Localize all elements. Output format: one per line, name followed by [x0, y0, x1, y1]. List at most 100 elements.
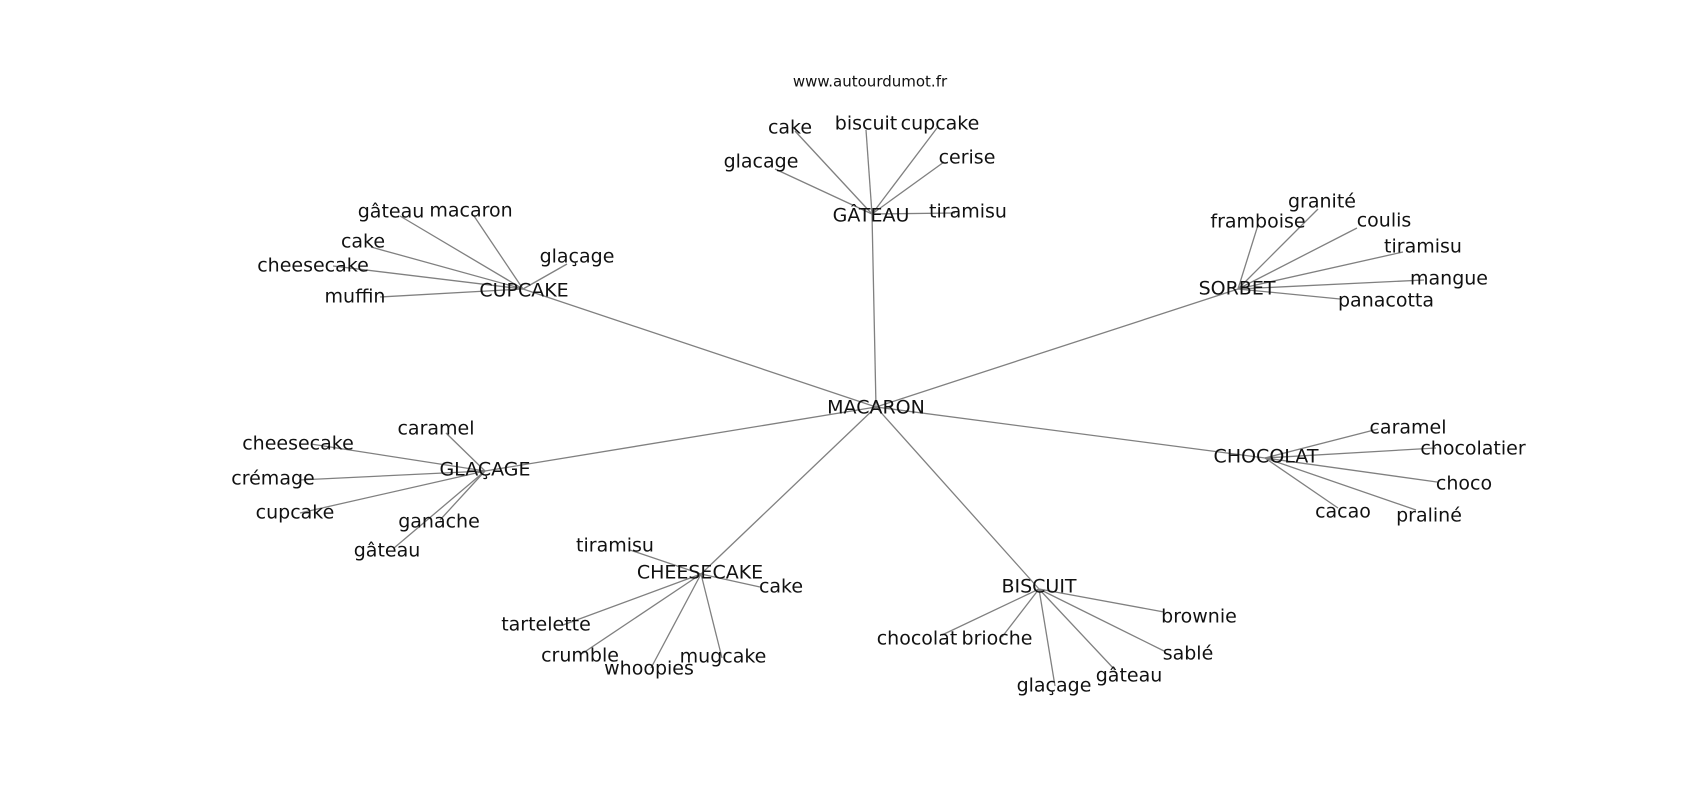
edges-layer — [298, 127, 1438, 687]
word-node-biscuit-gateau: gâteau — [1096, 665, 1163, 687]
edge-cupcake-to-cheesecake — [332, 265, 524, 290]
edge-cupcake-to-cake — [370, 246, 524, 290]
edge-cupcake-to-muffin — [379, 288, 524, 298]
edge-cheesecake-to-tartelette — [562, 573, 702, 626]
word-node-glacage-caramel: caramel — [397, 418, 474, 440]
word-node-cupcake-cheesecake: cheesecake — [257, 255, 369, 277]
cluster-node-sorbet: SORBET — [1199, 278, 1276, 300]
edge-chocolat-to-praline — [1264, 457, 1417, 511]
word-node-gateau-cupcake: cupcake — [901, 113, 980, 135]
word-node-glacage-cupcake: cupcake — [256, 502, 335, 524]
word-node-cheesecake-cake: cake — [759, 576, 803, 598]
cluster-node-cheesecake: CHEESECAKE — [637, 562, 763, 584]
word-node-glacage-cremage: crémage — [231, 468, 314, 490]
edge-biscuit-to-brownie — [1038, 588, 1165, 613]
edge-gateau-to-cake — [794, 130, 873, 215]
word-node-biscuit-sable: sablé — [1163, 643, 1214, 665]
edge-center-to-biscuit — [875, 406, 1040, 590]
word-node-cheesecake-mugcake: mugcake — [680, 646, 767, 668]
edge-center-to-chocolat — [875, 406, 1266, 459]
word-node-glacage-ganache: ganache — [398, 511, 480, 533]
edge-biscuit-to-gateau — [1038, 588, 1116, 671]
watermark-text: www.autourdumot.fr — [793, 73, 948, 91]
edge-cupcake-to-gateau — [399, 215, 524, 290]
word-node-biscuit-brownie: brownie — [1161, 606, 1237, 628]
word-node-cupcake-cake: cake — [341, 231, 385, 253]
edge-chocolat-to-cacao — [1264, 457, 1339, 509]
word-node-cupcake-muffin: muffin — [325, 286, 386, 308]
word-node-chocolat-praline: praliné — [1396, 505, 1462, 527]
edge-glacage-to-ganache — [439, 470, 486, 521]
word-node-chocolat-choco: choco — [1436, 473, 1492, 495]
edge-glacage-to-caramel — [445, 432, 486, 472]
word-node-gateau-cerise: cerise — [939, 147, 996, 169]
word-node-biscuit-brioche: brioche — [962, 628, 1033, 650]
edge-gateau-to-cerise — [871, 161, 945, 215]
edge-sorbet-to-mangue — [1237, 279, 1425, 290]
edge-biscuit-to-brioche — [1001, 588, 1040, 638]
word-node-chocolat-caramel: caramel — [1369, 417, 1446, 439]
cluster-node-chocolat: CHOCOLAT — [1214, 446, 1319, 468]
edge-chocolat-to-chocolatier — [1264, 447, 1437, 459]
edge-sorbet-to-panacotta — [1237, 288, 1341, 300]
edge-biscuit-to-chocolat — [941, 588, 1040, 636]
edge-cupcake-to-glacage — [522, 263, 568, 290]
word-node-biscuit-glacage: glaçage — [1017, 675, 1092, 697]
edge-sorbet-to-coulis — [1237, 227, 1358, 290]
edge-cupcake-to-macaron — [473, 215, 524, 290]
cluster-node-biscuit: BISCUIT — [1001, 576, 1076, 598]
edge-gateau-to-biscuit — [865, 129, 873, 215]
edge-glacage-to-cheesecake — [310, 443, 486, 472]
word-node-sorbet-granite: granité — [1288, 191, 1356, 213]
edge-glacage-to-gateau — [393, 470, 486, 549]
word-node-cupcake-gateau: gâteau — [358, 201, 425, 223]
edge-cheesecake-to-whoopies — [650, 573, 702, 669]
word-node-gateau-glacage: glacage — [724, 151, 799, 173]
word-node-gateau-biscuit: biscuit — [835, 113, 897, 135]
word-node-biscuit-chocolat: chocolat — [877, 628, 958, 650]
word-node-cheesecake-tiramisu: tiramisu — [576, 535, 654, 557]
word-node-cupcake-glacage: glaçage — [540, 246, 615, 268]
word-node-cheesecake-whoopies: whoopies — [604, 658, 694, 680]
word-node-sorbet-coulis: coulis — [1357, 210, 1412, 232]
word-node-sorbet-panacotta: panacotta — [1338, 290, 1434, 312]
cluster-node-gateau: GÂTEAU — [833, 204, 910, 227]
edge-center-to-cheesecake — [700, 406, 877, 575]
edge-cheesecake-to-cake — [700, 573, 761, 588]
edge-gateau-to-glacage — [774, 168, 873, 215]
word-node-cheesecake-crumble: crumble — [541, 645, 619, 667]
edge-gateau-to-tiramisu — [871, 212, 956, 215]
center-node-macaron: MACARON — [827, 397, 925, 419]
edge-center-to-gateau — [871, 213, 877, 408]
word-node-glacage-gateau: gâteau — [354, 540, 421, 562]
word-node-chocolat-cacao: cacao — [1315, 501, 1371, 523]
edge-sorbet-to-framboise — [1237, 224, 1259, 290]
edge-cheesecake-to-mugcake — [700, 573, 723, 659]
edge-center-to-sorbet — [875, 288, 1239, 408]
word-node-cheesecake-tartelette: tartelette — [501, 614, 591, 636]
edge-cheesecake-to-tiramisu — [629, 549, 702, 575]
edge-sorbet-to-tiramisu — [1237, 251, 1404, 290]
edge-glacage-to-cupcake — [299, 470, 486, 514]
edge-biscuit-to-sable — [1038, 588, 1165, 652]
cluster-node-cupcake: CUPCAKE — [479, 280, 568, 302]
word-node-sorbet-framboise: framboise — [1210, 211, 1305, 233]
edge-center-to-glacage — [484, 406, 877, 472]
edge-gateau-to-cupcake — [871, 127, 938, 215]
word-node-gateau-cake: cake — [768, 117, 812, 139]
word-node-chocolat-chocolatier: chocolatier — [1420, 438, 1526, 460]
edge-chocolat-to-choco — [1264, 457, 1438, 483]
word-node-gateau-tiramisu: tiramisu — [929, 201, 1007, 223]
word-node-sorbet-mangue: mangue — [1410, 268, 1488, 290]
edge-center-to-cupcake — [522, 288, 877, 408]
cluster-node-glacage: GLAÇAGE — [439, 459, 530, 481]
edge-chocolat-to-caramel — [1264, 428, 1379, 459]
edge-biscuit-to-glacage — [1038, 588, 1056, 687]
edge-glacage-to-cremage — [298, 470, 486, 481]
word-node-cupcake-macaron: macaron — [429, 200, 512, 222]
edge-cheesecake-to-crumble — [579, 573, 702, 656]
word-node-glacage-cheesecake: cheesecake — [242, 433, 354, 455]
edge-sorbet-to-granite — [1237, 208, 1319, 290]
